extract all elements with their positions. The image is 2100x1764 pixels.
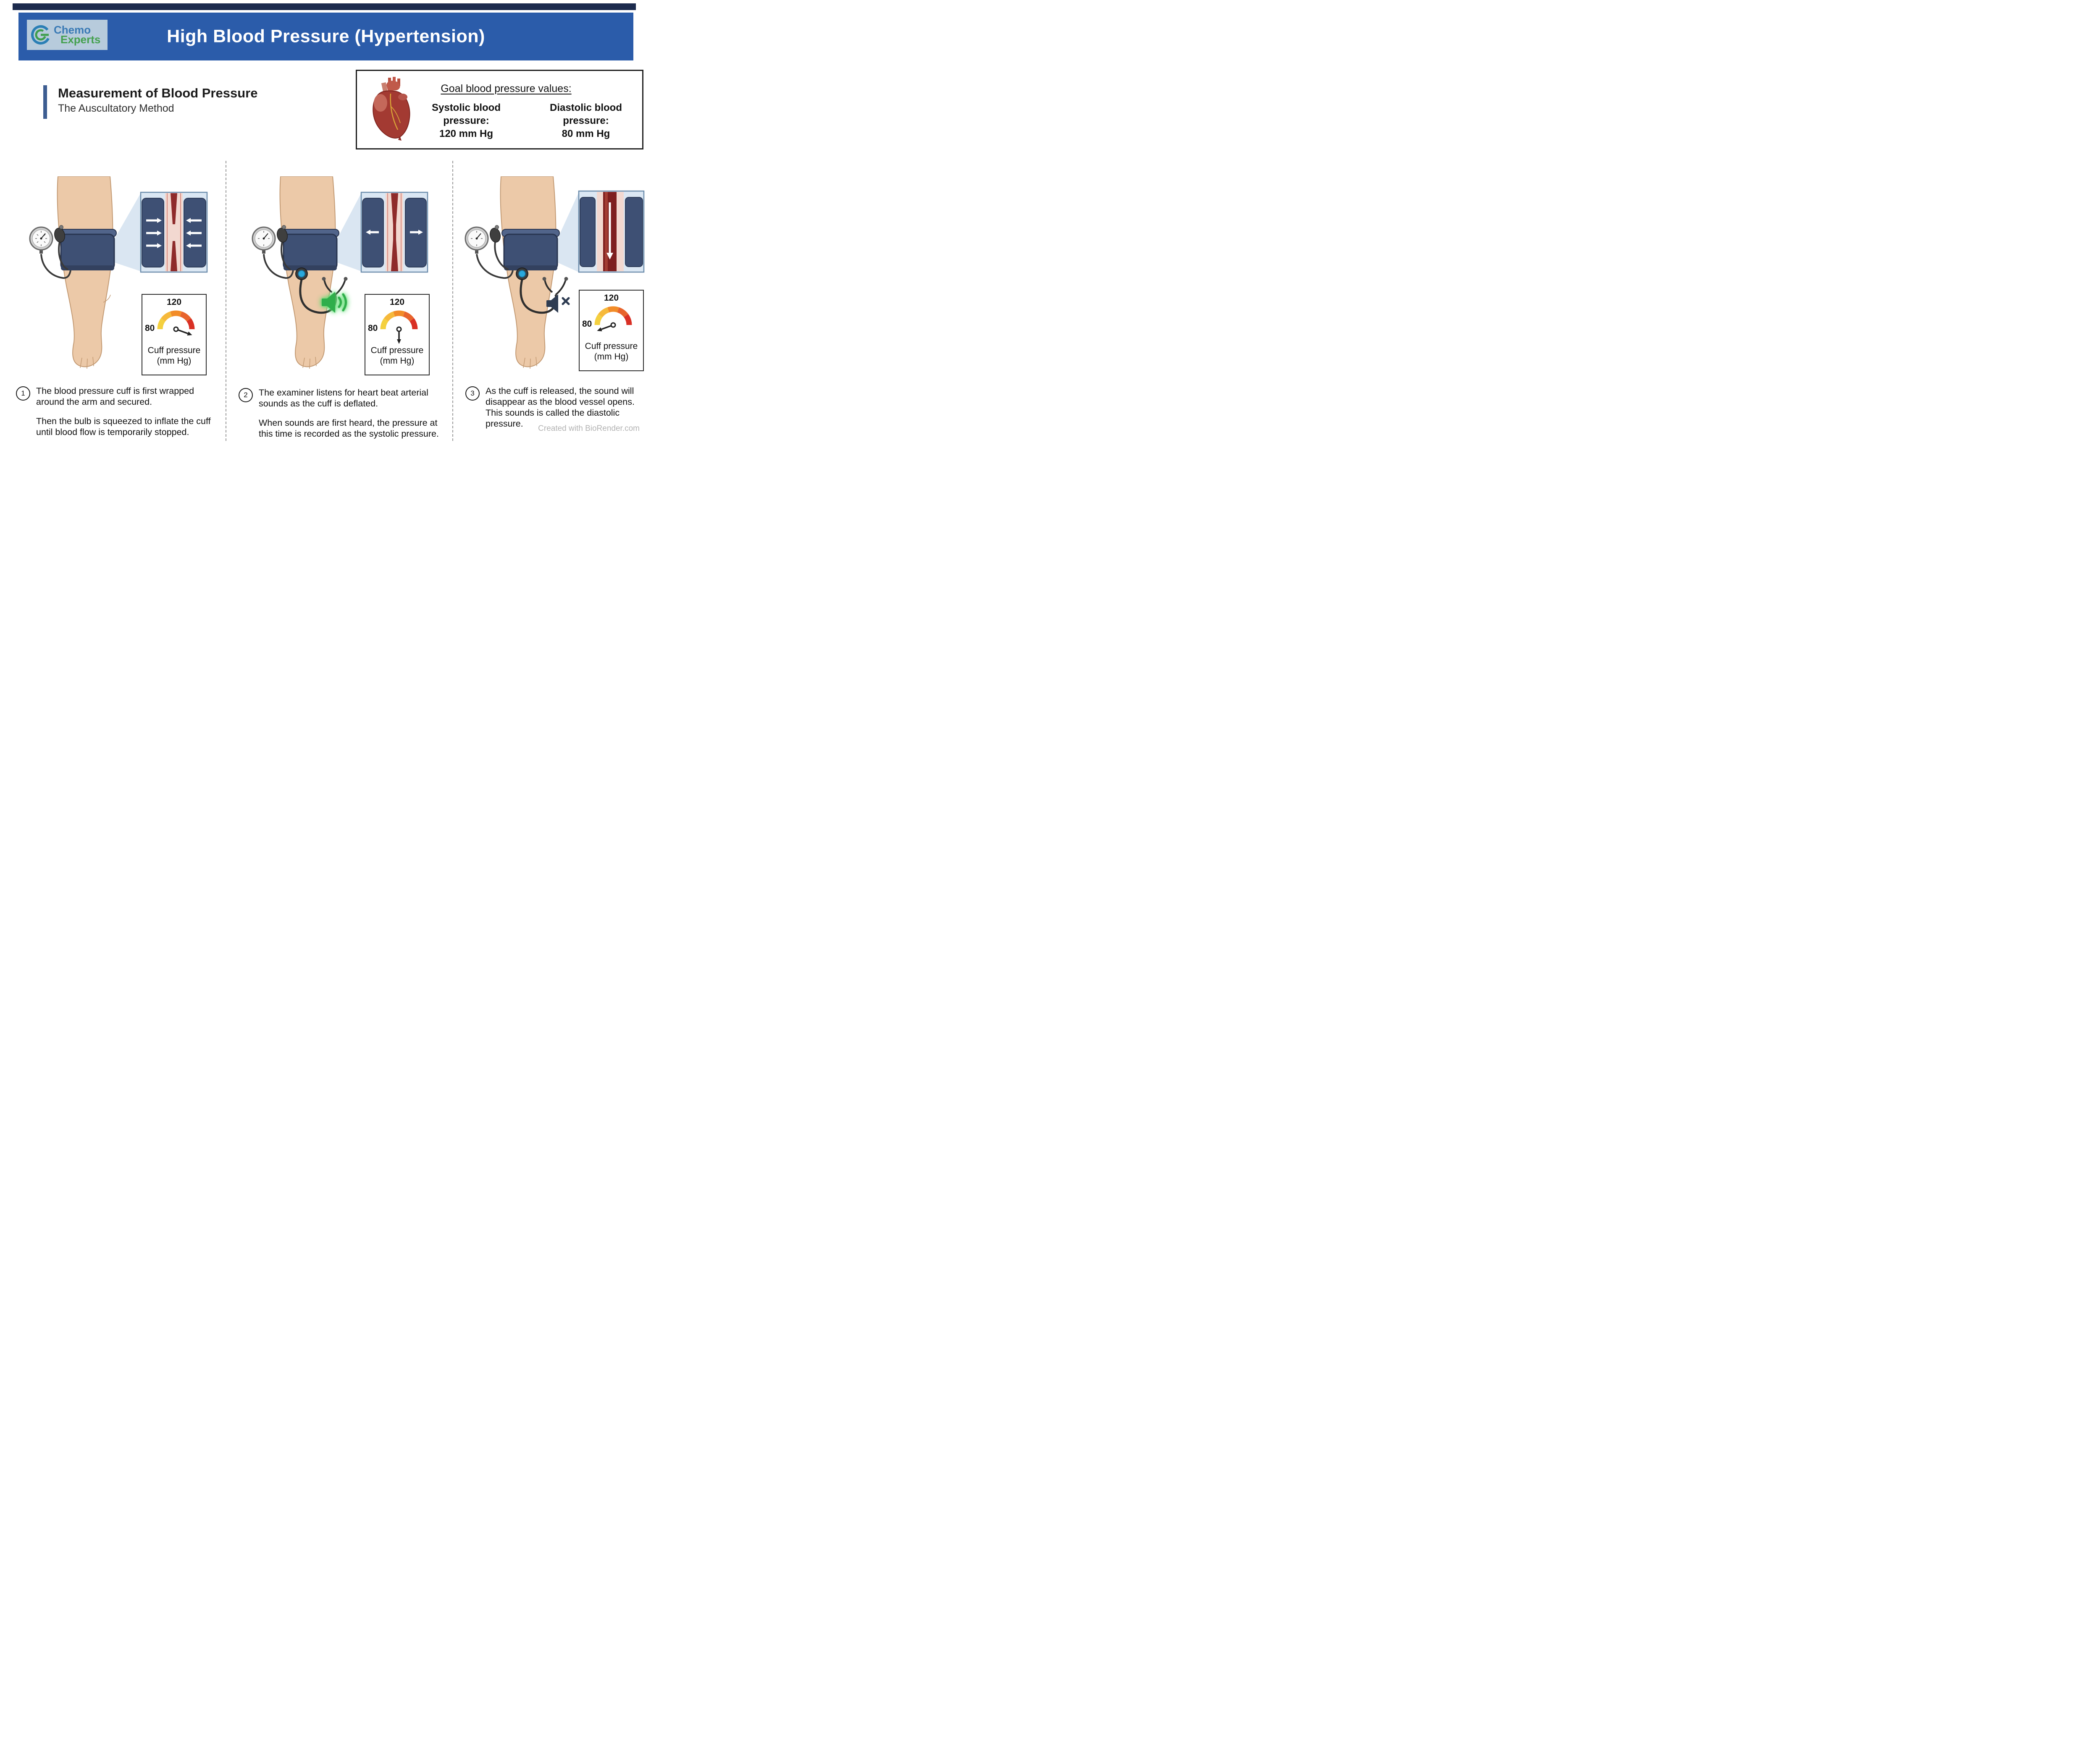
step-3: 3 As the cuff is released, the sound wil… [465, 385, 644, 429]
panel2-illustration [252, 176, 428, 369]
gauge-caption: Cuff pressure (mm Hg) [147, 346, 201, 366]
panel-divider-2 [452, 161, 453, 441]
inset-callout-beam [557, 192, 579, 272]
panel1-illustration [29, 176, 208, 369]
speaker-on-icon [322, 292, 347, 313]
artery-inset-partially-open [360, 191, 428, 273]
blood-pressure-cuff [58, 229, 117, 270]
inset-callout-beam [337, 193, 361, 271]
artery-bottom [171, 241, 177, 271]
step-3-text: As the cuff is released, the sound will … [486, 386, 635, 429]
step-2: 2 The examiner listens for heart beat ar… [239, 387, 446, 439]
header-banner: Chemo Experts High Blood Pressure (Hyper… [18, 13, 633, 60]
step-1: 1 The blood pressure cuff is first wrapp… [16, 385, 215, 438]
pressure-gauge-device [252, 226, 276, 254]
diastolic-label: Diastolic blood pressure: [549, 102, 622, 126]
top-accent-bar [13, 3, 636, 10]
pump-tubes [40, 241, 71, 279]
gauge-label-80: 80 [145, 323, 155, 333]
logo-text-experts: Experts [60, 33, 101, 46]
pressure-gauge-device [465, 226, 489, 254]
inset-callout-beam [114, 193, 141, 271]
artery-top [171, 193, 177, 224]
step-2-text: The examiner listens for heart beat arte… [259, 388, 439, 439]
gauge-label-80: 80 [582, 319, 592, 329]
goal-blood-pressure-box: Goal blood pressure values: Systolic blo… [356, 70, 643, 149]
pump-tubes [476, 241, 514, 279]
inflation-bulb [489, 225, 501, 243]
artery-narrow-channel [391, 193, 398, 271]
step-3-number: 3 [465, 386, 480, 401]
gauge-dial-mid [380, 310, 418, 344]
cuff-pressure-gauge-3: 120 80 Cuff pressure (mm Hg) [579, 290, 644, 371]
gauge-caption: Cuff pressure (mm Hg) [585, 341, 638, 362]
chemoexperts-logo-icon [31, 25, 50, 45]
step-1-text: The blood pressure cuff is first wrapped… [36, 386, 211, 437]
logo-text: Chemo Experts [54, 24, 101, 46]
section-accent-bar [43, 85, 47, 119]
gauge-caption: Cuff pressure (mm Hg) [370, 346, 424, 366]
heart-illustration [373, 77, 410, 141]
gauge-dial-high [157, 310, 195, 336]
gauge-label-120: 120 [389, 297, 405, 307]
infographic-root: Chemo Experts High Blood Pressure (Hyper… [0, 0, 649, 441]
section-header: Measurement of Blood Pressure The Auscul… [43, 85, 257, 119]
gauge-label-120: 120 [166, 297, 182, 307]
diastolic-goal: Diastolic blood pressure: 80 mm Hg [544, 101, 628, 140]
section-title: Measurement of Blood Pressure [58, 86, 258, 100]
step-1-number: 1 [16, 386, 30, 401]
cuff-pressure-gauge-1: 120 80 Cuff pressure (mm Hg) [142, 294, 207, 375]
inflation-bulb [54, 225, 66, 243]
inflation-bulb [276, 225, 288, 243]
arm-illustration [57, 176, 113, 369]
outward-arrows [366, 230, 423, 235]
chemoexperts-logo: Chemo Experts [27, 20, 108, 50]
systolic-label: Systolic blood pressure: [431, 102, 501, 126]
blood-pressure-cuff [281, 229, 339, 270]
section-subtitle: The Auscultatory Method [58, 102, 174, 114]
step-2-number: 2 [239, 388, 253, 402]
page-title: High Blood Pressure (Hypertension) [167, 26, 485, 47]
gauge-dial-low [594, 306, 632, 331]
speaker-muted-icon [546, 294, 570, 313]
panel3-illustration [465, 176, 645, 369]
down-arrow [606, 202, 613, 259]
pressure-gauge-device [29, 226, 53, 254]
systolic-value: 120 mm Hg [439, 128, 494, 139]
artery-inset-open [578, 190, 645, 273]
gauge-label-120: 120 [604, 293, 619, 303]
cuff-pressure-gauge-2: 120 80 Cuff pressure (mm Hg) [365, 294, 430, 375]
biorender-credit: Created with BioRender.com [538, 424, 640, 433]
artery-inset-compressed [140, 191, 208, 273]
systolic-goal: Systolic blood pressure: 120 mm Hg [424, 101, 508, 140]
logo-text-chemo: Chemo [54, 24, 91, 36]
blood-pressure-cuff [501, 229, 560, 270]
gauge-label-80: 80 [368, 323, 378, 333]
goal-heading: Goal blood pressure values: [441, 83, 572, 94]
inward-arrows [146, 218, 202, 248]
diastolic-value: 80 mm Hg [562, 128, 610, 139]
pump-tubes [263, 241, 294, 279]
